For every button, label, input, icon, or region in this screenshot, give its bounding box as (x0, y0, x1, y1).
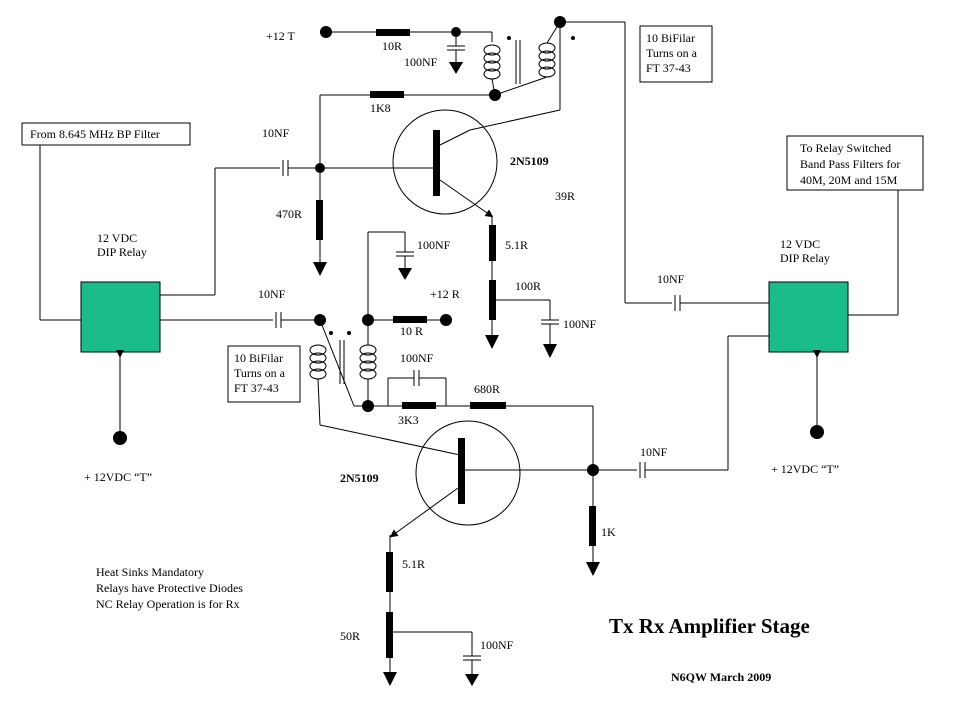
feedback-1k8 (319, 91, 495, 168)
output-coupling (593, 295, 769, 478)
label-notes-2: NC Relay Operation is for Rx (96, 597, 240, 611)
label-labels-r10_top: 10R (382, 39, 402, 53)
author-credit: N6QW March 2009 (671, 670, 771, 684)
label-labels-c100_emit: 100NF (563, 317, 597, 331)
label-notes-0: Heat Sinks Mandatory (96, 565, 204, 579)
label-labels-r39: 39R (555, 189, 575, 203)
transistor-q1 (320, 109, 498, 218)
label-labels-c10_out: 10NF (640, 445, 668, 459)
label-labels-c10_in1: 10NF (262, 126, 290, 140)
transistor-q2 (389, 420, 599, 538)
label-labels-c100_bot: 100NF (480, 638, 514, 652)
label-transformer_top_box-0: 10 BiFilar (646, 31, 695, 45)
label-labels-r100: 100R (515, 279, 541, 293)
label-supply_left: + 12VDC “T” (84, 470, 152, 484)
input-source-box (21, 122, 191, 146)
label-labels-plus12t: +12 T (266, 29, 296, 43)
label-labels-r10_mid: 10 R (400, 324, 423, 338)
output-destination-box (786, 135, 924, 191)
resistor-470r (313, 168, 327, 276)
label-notes-1: Relays have Protective Diodes (96, 581, 243, 595)
label-labels-r5_1_top: 5.1R (505, 238, 528, 252)
label-supply_right: + 12VDC “T” (771, 462, 839, 476)
diagram-title: Tx Rx Amplifier Stage (609, 614, 810, 638)
bottom-bifilar-transformer (309, 319, 461, 456)
bottom-transformer-note-box (227, 345, 301, 403)
label-labels-q1: 2N5109 (510, 154, 549, 168)
label-labels-q2: 2N5109 (340, 471, 379, 485)
label-transformer_bottom_box-0: 10 BiFilar (234, 351, 283, 365)
relay-left (39, 145, 161, 445)
top-supply-rail (320, 26, 493, 74)
label-transformer_bottom_box-2: FT 37-43 (234, 381, 279, 395)
label-labels-c100_mid: 100NF (417, 238, 451, 252)
relay-right (768, 190, 899, 439)
label-relay_left-1: DIP Relay (97, 245, 147, 259)
label-labels-r50: 50R (340, 629, 360, 643)
resistor-1k (586, 470, 600, 576)
label-labels-r3k3: 3K3 (398, 413, 419, 427)
label-transformer_bottom_box-1: Turns on a (234, 366, 286, 380)
resistor-10r-top (376, 29, 410, 36)
q2-emitter-chain (383, 535, 481, 686)
label-labels-r470: 470R (276, 207, 302, 221)
ground-symbol (449, 62, 463, 74)
label-labels-c100_fb: 100NF (400, 351, 434, 365)
label-labels-c10_in2: 10NF (258, 287, 286, 301)
label-transformer_top_box-1: Turns on a (646, 46, 698, 60)
label-output_box-0: To Relay Switched (800, 141, 891, 155)
label-labels-r1k8: 1K8 (370, 101, 391, 115)
label-labels-plus12r: +12 R (430, 287, 460, 301)
label-labels-c10_relay: 10NF (657, 272, 685, 286)
label-labels-r680: 680R (474, 382, 500, 396)
input-box-label: From 8.645 MHz BP Filter (30, 127, 160, 141)
label-relay_left-0: 12 VDC (97, 231, 137, 245)
top-transformer-note-box (639, 25, 713, 83)
label-relay_right-0: 12 VDC (780, 237, 820, 251)
bottom-feedback-network (368, 370, 594, 470)
label-relay_right-1: DIP Relay (780, 251, 830, 265)
label-labels-r1k: 1K (601, 525, 616, 539)
label-labels-c100_top: 100NF (404, 55, 438, 69)
mid-supply-rail (362, 231, 452, 326)
input-coupling-2 (160, 312, 326, 328)
label-output_box-1: Band Pass Filters for (800, 157, 900, 171)
label-labels-r5_1_bot: 5.1R (402, 557, 425, 571)
input-coupling-1 (160, 160, 325, 296)
label-output_box-2: 40M, 20M and 15M (800, 173, 898, 187)
q1-emitter-chain (485, 215, 559, 358)
label-transformer_top_box-2: FT 37-43 (646, 61, 691, 75)
